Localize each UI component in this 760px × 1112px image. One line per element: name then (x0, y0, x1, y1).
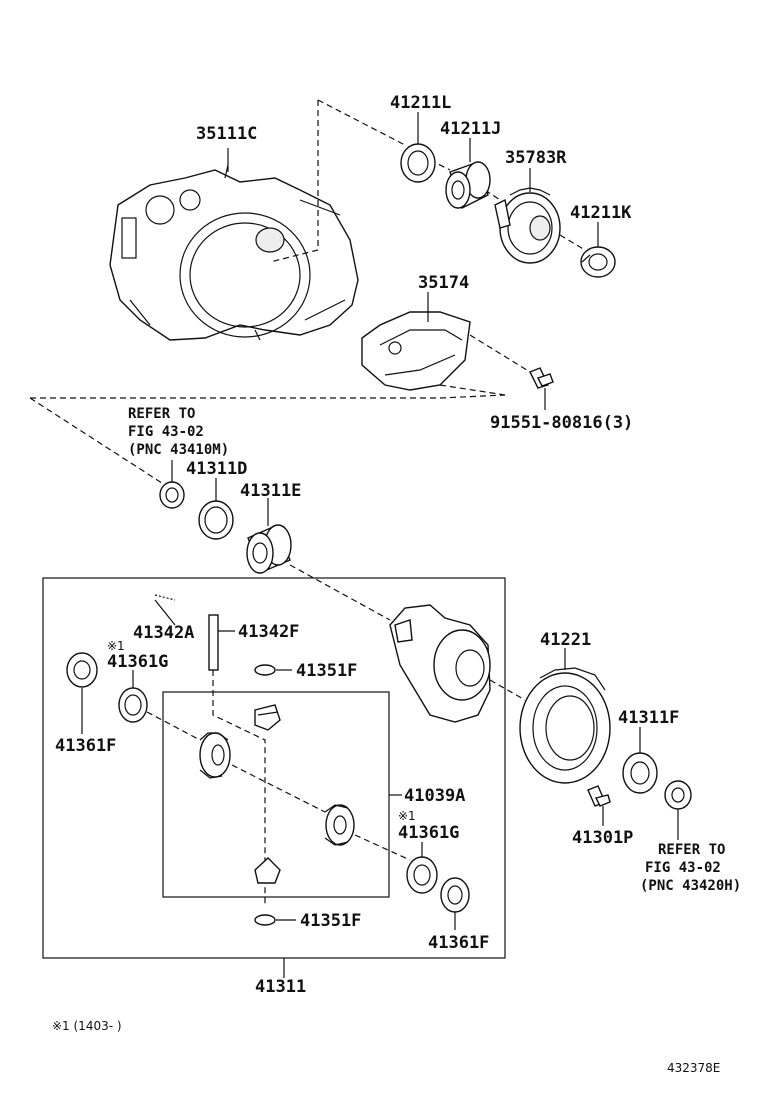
label-41211L: 41211L (390, 93, 451, 113)
label-41221: 41221 (540, 630, 591, 650)
bolt-91551-drawing (529, 367, 554, 389)
bolt-41301P-drawing (587, 785, 611, 807)
bearing-41211K-drawing (580, 246, 616, 278)
label-41211K: 41211K (570, 203, 632, 223)
label-41351F-top: 41351F (296, 661, 357, 681)
ref-right-line2: FIG 43-02 (645, 860, 721, 876)
label-41039A: 41039A (404, 786, 465, 806)
shim-41311D-drawing (198, 500, 234, 540)
label-35174: 35174 (418, 273, 469, 293)
seal-right-drawing (664, 780, 692, 810)
label-35111C: 35111C (196, 124, 257, 144)
differential-assembly-box (42, 577, 506, 959)
oil-seal-41211L-drawing (400, 143, 436, 183)
ref-right-line1: REFER TO (658, 842, 725, 858)
bearing-41311E-drawing (246, 524, 292, 574)
label-41342F: 41342F (238, 622, 299, 642)
label-41311D: 41311D (186, 459, 247, 479)
seal-41361F-left-drawing (66, 652, 98, 688)
label-41361G-bottom: 41361G (398, 823, 459, 843)
pinion-gear-top-drawing (254, 704, 281, 731)
note-mark-bottom: ※1 (398, 809, 416, 823)
label-41351F-bottom: 41351F (300, 911, 361, 931)
side-gear-left-drawing (199, 732, 231, 779)
label-41361G-top: 41361G (107, 652, 168, 672)
label-41211J: 41211J (440, 119, 501, 139)
washer-41361G-top-drawing (118, 687, 148, 723)
label-35783R: 35783R (505, 148, 567, 168)
drive-gear-35783R-drawing (494, 187, 561, 264)
transaxle-housing-drawing (109, 164, 359, 341)
label-41311: 41311 (255, 977, 306, 997)
seal-41361F-bottom-drawing (440, 877, 470, 913)
note-mark-top: ※1 (107, 639, 125, 653)
footnote: ※1 (1403- ) (52, 1019, 122, 1033)
ref-right-line3: (PNC 43420H) (640, 878, 741, 894)
bearing-41211J-drawing (445, 161, 491, 209)
washer-41361G-bottom-drawing (406, 856, 438, 894)
bearing-41311F-drawing (622, 752, 658, 794)
figure-id: 432378E (667, 1061, 720, 1075)
side-gear-right-drawing (324, 804, 355, 846)
label-41301P: 41301P (572, 828, 633, 848)
pinion-shaft-41342F-drawing (208, 614, 219, 671)
seal-left-drawing (159, 481, 185, 509)
label-41361F-left: 41361F (55, 736, 116, 756)
label-41361F-bottom: 41361F (428, 933, 489, 953)
ref-left-line3: (PNC 43410M) (128, 442, 229, 458)
ref-left-line2: FIG 43-02 (128, 424, 204, 440)
label-91551-80816: 91551-80816(3) (490, 413, 633, 433)
label-41311F: 41311F (618, 708, 679, 728)
label-41311E: 41311E (240, 481, 301, 501)
differential-case-drawing (389, 604, 491, 723)
label-41342A: 41342A (133, 623, 194, 643)
pinion-gear-bottom-drawing (254, 857, 281, 884)
cover-35174-drawing (361, 311, 471, 391)
ref-left-line1: REFER TO (128, 406, 195, 422)
ring-gear-41221-drawing (519, 667, 611, 784)
